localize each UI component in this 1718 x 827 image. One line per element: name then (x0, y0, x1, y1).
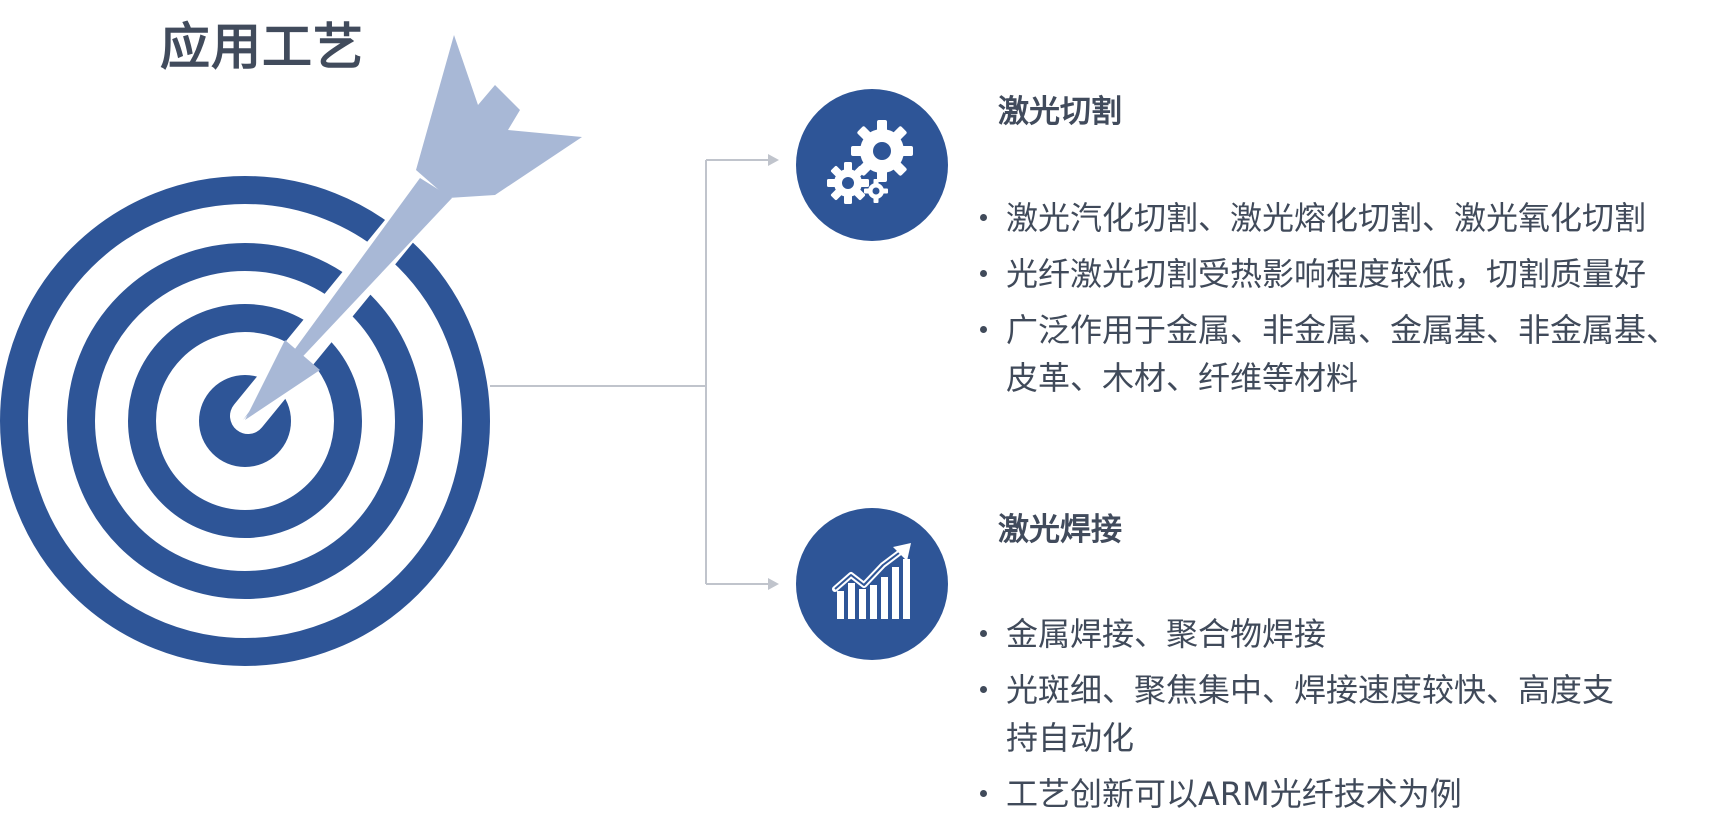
bullet-list-laser-cutting: 激光汽化切割、激光熔化切割、激光氧化切割 光纤激光切割受热影响程度较低，切割质量… (978, 194, 1708, 410)
gears-icon (796, 89, 948, 241)
target-icon (0, 176, 490, 666)
list-item: 广泛作用于金属、非金属、金属基、非金属基、皮革、木材、纤维等材料 (978, 306, 1708, 402)
list-item: 激光汽化切割、激光熔化切割、激光氧化切割 (978, 194, 1708, 242)
list-item: 光斑细、聚焦集中、焊接速度较快、高度支持自动化 (978, 666, 1626, 762)
bullet-dot-icon (980, 686, 987, 693)
dart-icon (230, 35, 582, 434)
bullet-dot-icon (980, 214, 987, 221)
page-title: 应用工艺 (160, 18, 364, 76)
connector-lines (490, 154, 779, 590)
bullet-dot-icon (980, 270, 987, 277)
list-item: 工艺创新可以ARM光纤技术为例 (978, 770, 1708, 818)
list-item: 金属焊接、聚合物焊接 (978, 610, 1708, 658)
bullet-dot-icon (980, 790, 987, 797)
bullet-dot-icon (980, 630, 987, 637)
section-heading-laser-welding: 激光焊接 (998, 512, 1122, 548)
bullet-list-laser-welding: 金属焊接、聚合物焊接 光斑细、聚焦集中、焊接速度较快、高度支持自动化 工艺创新可… (978, 610, 1708, 826)
section-heading-laser-cutting: 激光切割 (998, 94, 1122, 130)
growth-chart-icon (796, 508, 948, 660)
list-item: 光纤激光切割受热影响程度较低，切割质量好 (978, 250, 1708, 298)
bullet-dot-icon (980, 326, 987, 333)
